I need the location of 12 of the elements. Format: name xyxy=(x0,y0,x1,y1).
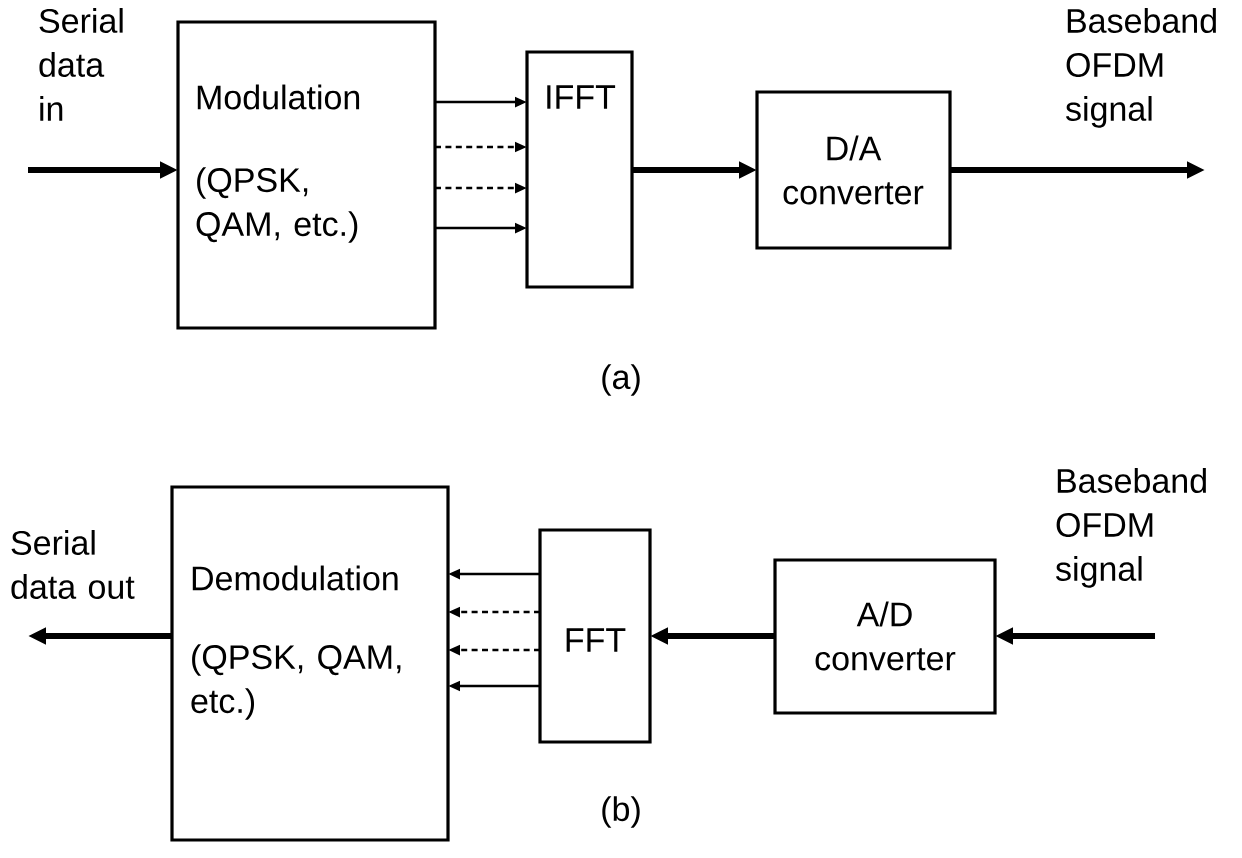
signal-label: Baseband OFDM signal xyxy=(1065,8,1216,128)
process-box: Demodulation (QPSK, QAM, etc.) xyxy=(170,485,450,842)
process-box: D/A converter xyxy=(755,90,952,250)
process-box: FFT xyxy=(538,528,652,744)
signal-label: Baseband OFDM signal xyxy=(1055,468,1206,588)
process-box: IFFT xyxy=(525,50,634,289)
caption-label: (b) xyxy=(602,796,640,828)
process-box: A/D converter xyxy=(773,558,997,715)
signal-label: Serial data in xyxy=(39,8,123,121)
process-box: Modulation (QPSK, QAM, etc.) xyxy=(176,20,437,330)
caption-label: (a) xyxy=(602,364,640,396)
signal-label: Serial data out xyxy=(11,530,135,599)
